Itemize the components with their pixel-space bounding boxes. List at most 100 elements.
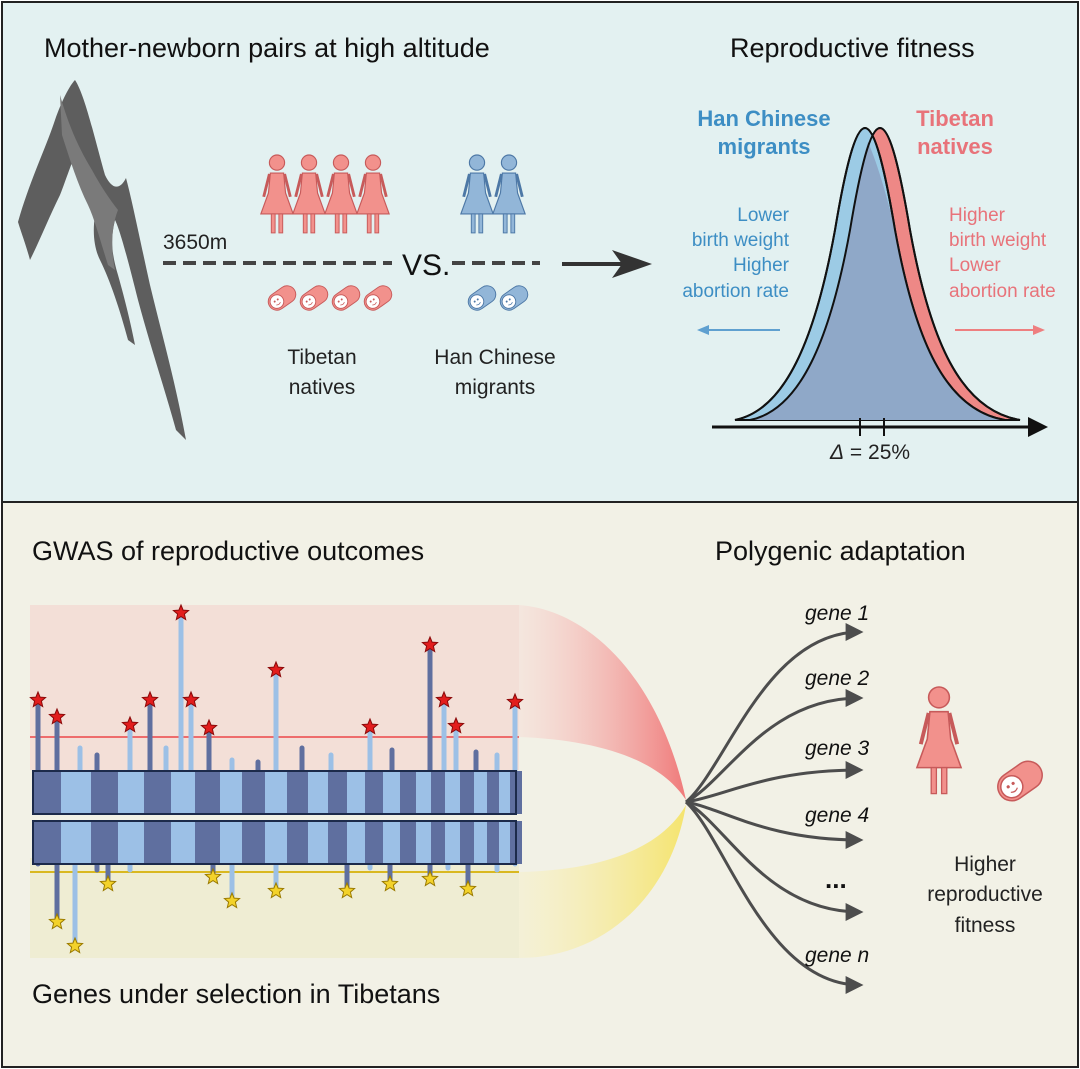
red-ribbon — [519, 605, 686, 800]
tib-notes: Higher birth weight Lower abortion rate — [949, 205, 1056, 302]
delta-label: Δ = 25% — [829, 441, 910, 464]
band-segment — [445, 821, 460, 864]
gene-arrow — [685, 623, 864, 804]
band-segment — [171, 771, 195, 814]
band-segment — [61, 771, 91, 814]
star-icon — [338, 881, 356, 899]
outcome-line3: fitness — [955, 914, 1016, 937]
gene-arrows — [684, 623, 864, 994]
outcome-line1: Higher — [954, 853, 1016, 876]
star-icon — [223, 891, 241, 909]
star-icon — [447, 716, 465, 734]
band-segment — [365, 821, 383, 864]
band-segment — [487, 821, 499, 864]
newborn-icon — [997, 760, 1043, 802]
gene-label: gene 1 — [805, 602, 869, 625]
right-title: Reproductive fitness — [730, 33, 975, 63]
band-segment — [220, 821, 242, 864]
band-segment — [171, 821, 195, 864]
band-segment — [33, 771, 61, 814]
woman-icon — [492, 154, 526, 234]
tib-note: abortion rate — [949, 281, 1056, 302]
band-segment — [487, 771, 499, 814]
newborn-icon — [267, 285, 297, 311]
outcome-line2: reproductive — [927, 883, 1043, 906]
band-segment — [118, 771, 144, 814]
band-segment — [265, 821, 287, 864]
star-icon — [267, 881, 285, 899]
band-segment — [400, 771, 416, 814]
gene-arrow — [685, 689, 864, 804]
star-icon — [361, 717, 379, 735]
comparison-arrow-icon — [562, 250, 652, 278]
han-newborns-group — [467, 285, 529, 311]
gene-arrow — [684, 800, 864, 994]
woman-icon — [915, 686, 963, 795]
chromosome-band-top — [33, 771, 522, 814]
gene-label: ... — [825, 864, 847, 894]
band-segment — [474, 771, 487, 814]
newborn-icon — [467, 285, 497, 311]
gene-labels: gene 1 gene 2 gene 3 gene 4 ... gene n — [805, 602, 870, 967]
han-notes: Lower birth weight Higher abortion rate — [682, 205, 789, 302]
gwas-stars — [29, 603, 524, 954]
han-note: abortion rate — [682, 281, 789, 302]
star-icon — [141, 690, 159, 708]
band-segment — [328, 821, 347, 864]
han-curve-title-line1: Han Chinese — [697, 106, 830, 131]
gene-label: gene n — [805, 944, 869, 967]
band-segment — [365, 771, 383, 814]
star-icon — [381, 874, 399, 892]
band-segment — [144, 821, 171, 864]
tibetan-women-group — [260, 154, 390, 234]
band-segment — [33, 821, 61, 864]
band-segment — [431, 821, 445, 864]
band-segment — [287, 771, 308, 814]
star-icon — [182, 690, 200, 708]
vs-label: VS. — [402, 249, 450, 282]
newborn-icon — [363, 285, 393, 311]
gene-label: gene 3 — [805, 737, 870, 760]
han-curve-title-line2: migrants — [718, 134, 811, 159]
han-label-line2: migrants — [455, 376, 536, 399]
yellow-ribbon — [519, 805, 686, 958]
star-icon — [48, 912, 66, 930]
band-segment — [287, 821, 308, 864]
gene-label: gene 4 — [805, 804, 869, 827]
x-axis-arrowhead-icon — [1028, 417, 1048, 437]
star-icon — [204, 867, 222, 885]
newborn-icon — [499, 285, 529, 311]
star-icon — [506, 692, 524, 710]
woman-icon — [292, 154, 326, 234]
band-segment — [445, 771, 460, 814]
band-segment — [347, 821, 365, 864]
band-segment — [91, 771, 118, 814]
star-icon — [200, 718, 218, 736]
star-icon — [421, 635, 439, 653]
band-segment — [431, 771, 445, 814]
band-segment — [242, 771, 265, 814]
band-segment — [195, 821, 220, 864]
chromosome-band-bottom — [33, 821, 522, 864]
woman-icon — [324, 154, 358, 234]
tibetan-newborns-group — [267, 285, 393, 311]
tib-note: Lower — [949, 255, 1001, 276]
altitude-label: 3650m — [163, 231, 227, 254]
adaptation-title: Polygenic adaptation — [715, 536, 966, 566]
star-icon — [172, 603, 190, 621]
selection-title: Genes under selection in Tibetans — [32, 979, 440, 1009]
band-segment — [347, 771, 365, 814]
newborn-icon — [299, 285, 329, 311]
band-segment — [416, 771, 431, 814]
left-title: Mother-newborn pairs at high altitude — [44, 33, 490, 63]
band-segment — [118, 821, 144, 864]
band-segment — [308, 771, 328, 814]
gene-label: gene 2 — [805, 667, 870, 690]
tib-curve-title-line2: natives — [917, 134, 993, 159]
han-note: Lower — [737, 205, 789, 226]
band-segment — [460, 821, 474, 864]
band-segment — [460, 771, 474, 814]
gene-arrow — [685, 800, 864, 849]
overlap-region — [750, 142, 1005, 420]
woman-icon — [356, 154, 390, 234]
